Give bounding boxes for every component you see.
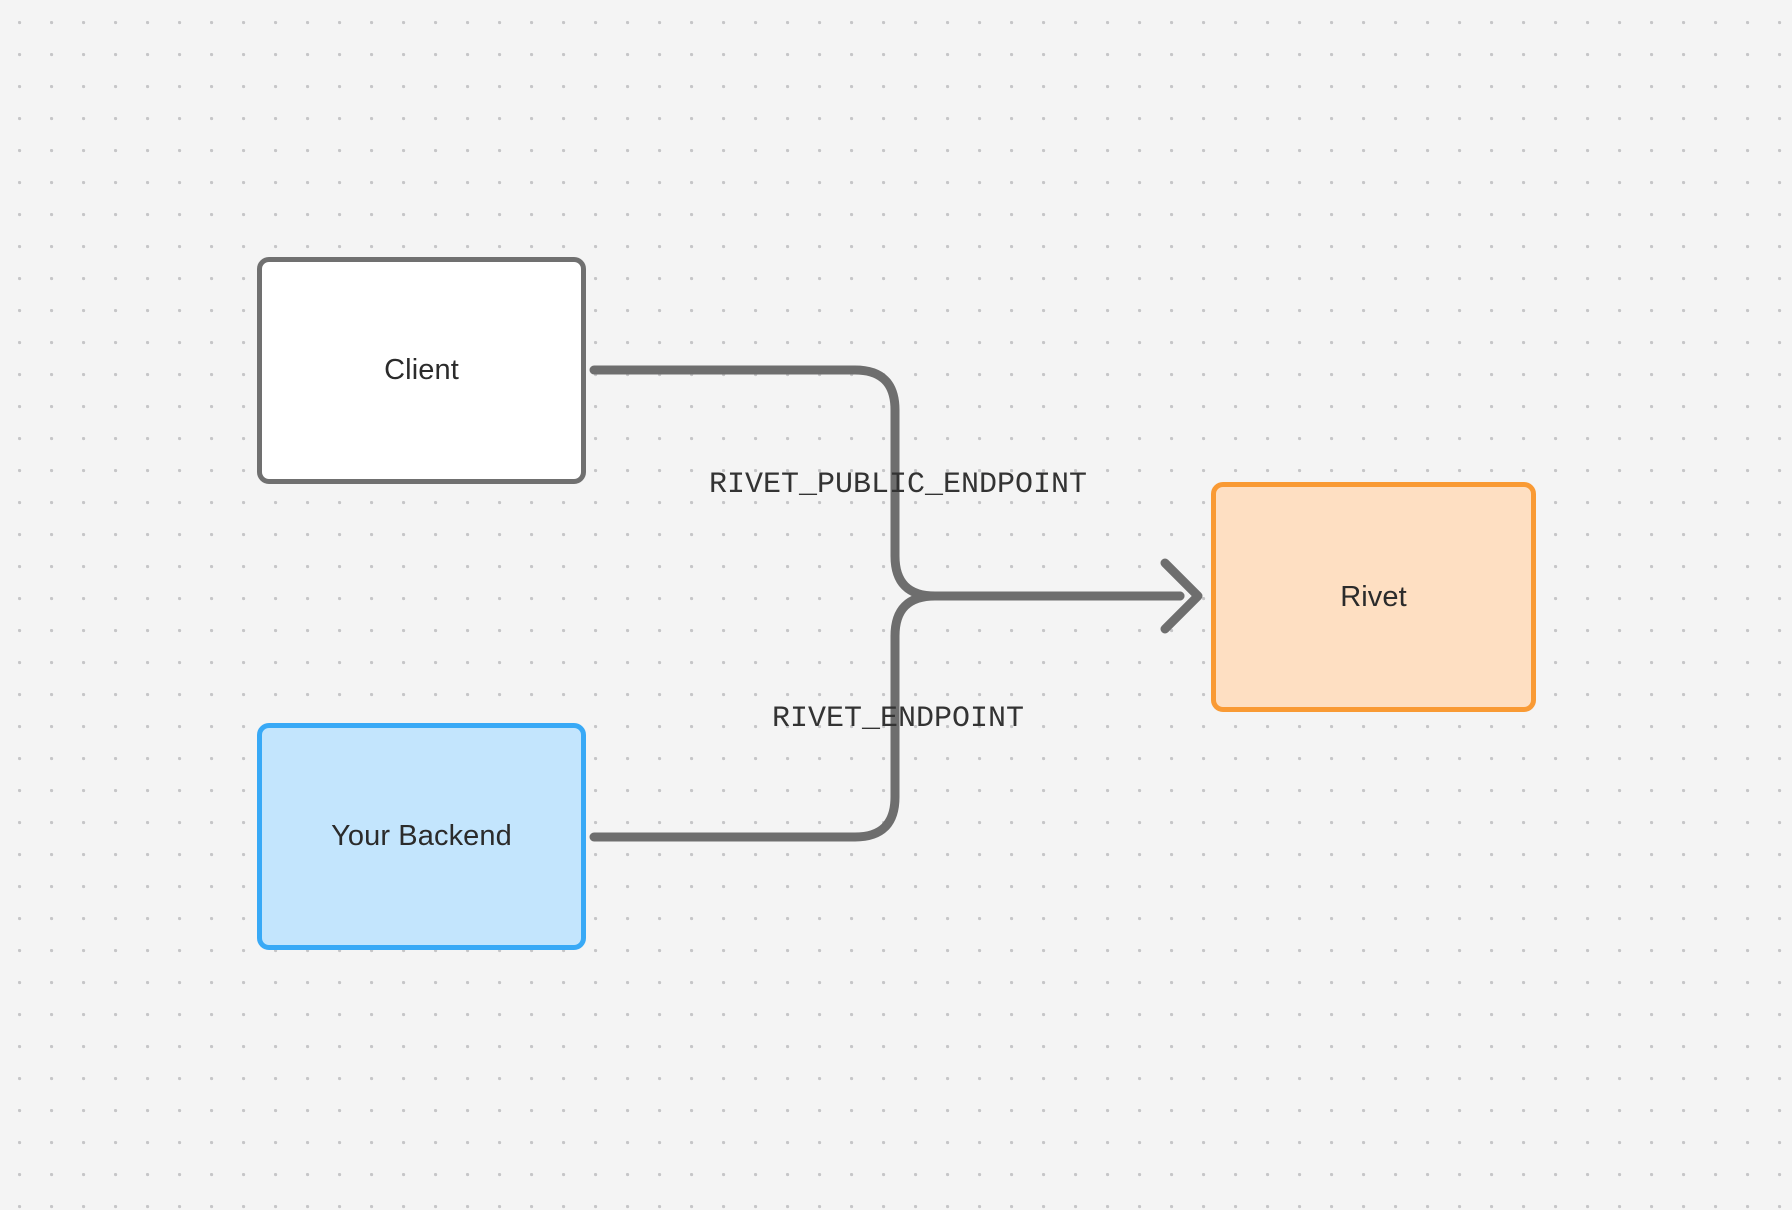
node-your-backend[interactable]: Your Backend [257, 723, 586, 950]
edge-label-rivet-endpoint: RIVET_ENDPOINT [771, 702, 1025, 736]
node-rivet-label: Rivet [1340, 580, 1407, 613]
arrowhead-icon [1160, 558, 1203, 634]
node-your-backend-label: Your Backend [331, 820, 512, 853]
node-client-label: Client [384, 354, 459, 387]
node-rivet[interactable]: Rivet [1211, 482, 1536, 712]
node-client[interactable]: Client [257, 257, 586, 484]
edge-label-rivet-public-endpoint: RIVET_PUBLIC_ENDPOINT [708, 468, 1088, 502]
